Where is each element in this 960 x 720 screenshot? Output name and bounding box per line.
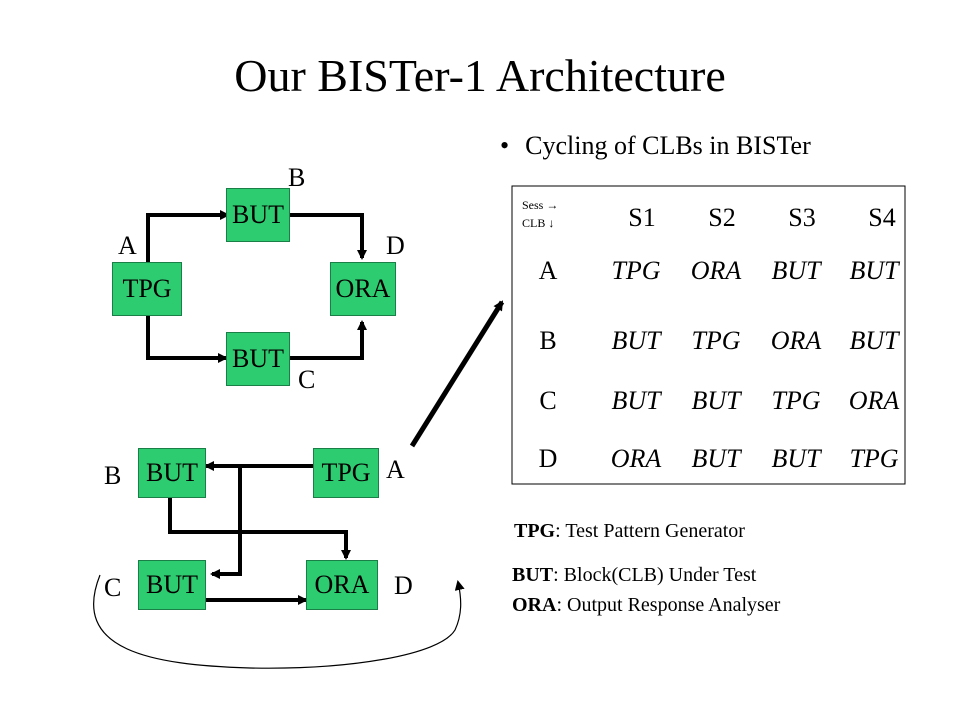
session-header-s2: S2 [708, 203, 736, 232]
bottom-but-label: BUT [146, 458, 198, 487]
table-cell: ORA [770, 326, 822, 355]
table-cell: TPG [611, 256, 661, 285]
row-header-c: C [539, 386, 557, 415]
table-cell: BUT [611, 326, 661, 355]
table-cell: TPG [691, 326, 741, 355]
legend-abbr: ORA [512, 594, 557, 616]
legend-ora: ORA: Output Response Analyser [512, 592, 780, 618]
session-header-s3: S3 [788, 203, 816, 232]
top-label-a: A [118, 231, 137, 260]
top-ora-label: ORA [335, 274, 391, 303]
wire-tpg-to-but-bottom2 [210, 466, 242, 579]
top-tpg-label: TPG [122, 274, 172, 303]
top-ora-box: ORA [330, 262, 396, 316]
bottom-tpg-label: TPG [321, 458, 371, 487]
sess-header: Sess → [522, 198, 559, 212]
top-label-b: B [288, 163, 306, 192]
table-cell: BUT [771, 444, 821, 473]
bottom-label-b: B [104, 461, 122, 490]
top-label-d: D [386, 231, 405, 260]
top-but-box: BUT [226, 188, 290, 242]
table-cell: ORA [610, 444, 662, 473]
session-header-s1: S1 [628, 203, 656, 232]
bottom-label-d: D [394, 571, 413, 600]
wire-but-top-to-ora [290, 213, 367, 260]
bottom-but-bottom-label: BUT [146, 570, 198, 599]
legend-text: : Test Pattern Generator [555, 520, 745, 542]
bottom-tpg-box: TPG [313, 448, 379, 498]
clb-header: CLB ↓ [522, 216, 555, 230]
bottom-but-box: BUT [138, 448, 206, 498]
top-label-c: C [298, 365, 316, 394]
table-cell: BUT [691, 386, 741, 415]
legend-text: : Block(CLB) Under Test [553, 564, 757, 586]
row-header-d: D [538, 444, 558, 473]
bullet-text: Cycling of CLBs in BISTer [525, 131, 811, 160]
bottom-label-a: A [386, 455, 405, 484]
wire-but-top2-to-ora2 [168, 496, 351, 560]
table-cell: TPG [771, 386, 821, 415]
row-header-a: A [538, 256, 558, 285]
legend-abbr: BUT [512, 564, 554, 586]
top-but-bottom-box: BUT [226, 332, 290, 386]
legend-text: : Output Response Analyser [556, 594, 781, 616]
bottom-ora-label: ORA [314, 570, 370, 599]
page-title: Our BISTer-1 Architecture [234, 50, 726, 101]
bullet-item: • Cycling of CLBs in BISTer [500, 128, 811, 164]
bottom-but-bottom-box: BUT [138, 560, 206, 610]
table-cell: TPG [849, 444, 899, 473]
cycle-arc [93, 574, 465, 669]
table-cell: ORA [690, 256, 742, 285]
table-border [511, 185, 906, 485]
table-cell: BUT [771, 256, 821, 285]
top-but-label: BUT [232, 200, 284, 229]
table-cell: BUT [691, 444, 741, 473]
table-corner-header: Sess → CLB ↓ [522, 196, 558, 232]
bottom-label-c: C [104, 573, 122, 602]
top-tpg-box: TPG [112, 262, 182, 316]
top-but-bottom-label: BUT [232, 344, 284, 373]
table-cell: BUT [611, 386, 661, 415]
diagonal-arrow [409, 300, 505, 448]
legend-but: BUT: Block(CLB) Under Test [512, 562, 756, 588]
session-header-s4: S4 [868, 203, 896, 232]
legend-abbr: TPG [514, 520, 556, 542]
table-cell: ORA [848, 386, 900, 415]
legend-tpg: TPG: Test Pattern Generator [514, 518, 745, 544]
bottom-ora-box: ORA [306, 560, 378, 610]
bullet-dot: • [500, 131, 510, 160]
table-cell: BUT [849, 326, 899, 355]
row-header-b: B [539, 326, 557, 355]
wire-tpg-to-but-bottom [146, 316, 228, 363]
wire-but-bottom-to-ora [290, 320, 367, 360]
wire-tpg-to-but-top [146, 210, 230, 262]
table-cell: BUT [849, 256, 899, 285]
